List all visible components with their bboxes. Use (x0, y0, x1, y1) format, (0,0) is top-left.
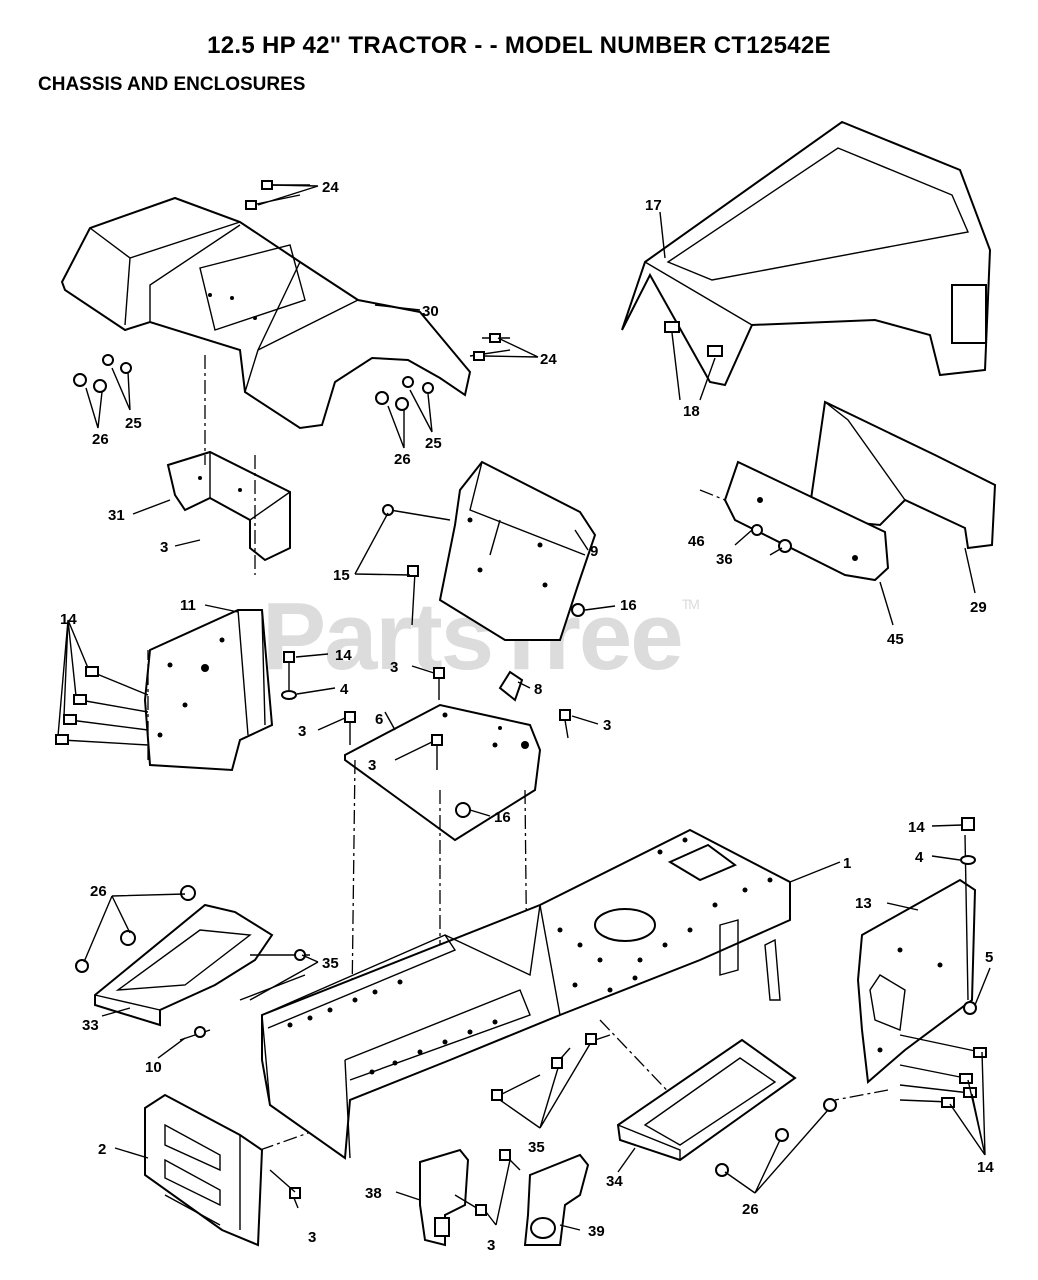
callout-39: 39 (588, 1223, 605, 1240)
callout-13: 13 (855, 895, 872, 912)
callout-30: 30 (422, 303, 439, 320)
callout-26: 26 (92, 431, 109, 448)
callout-8: 8 (534, 681, 542, 698)
diagram-title: 12.5 HP 42" TRACTOR - - MODEL NUMBER CT1… (207, 32, 831, 59)
callout-14: 14 (908, 819, 925, 836)
callout-26: 26 (90, 883, 107, 900)
part-rear-shield[interactable] (723, 400, 997, 582)
dash-bolts[interactable] (382, 504, 451, 626)
callout-15: 15 (333, 567, 350, 584)
watermark-trademark: TM (681, 596, 700, 612)
callout-26: 26 (394, 451, 411, 468)
callout-4: 4 (340, 681, 349, 698)
callout-10: 10 (145, 1059, 162, 1076)
callout-4: 4 (915, 849, 924, 866)
callout-9: 9 (590, 543, 598, 560)
part-steering-bracket[interactable] (166, 450, 291, 562)
callout-35: 35 (322, 955, 339, 972)
callout-14: 14 (335, 647, 352, 664)
callout-6: 6 (375, 711, 383, 728)
callout-38: 38 (365, 1185, 382, 1202)
callout-16: 16 (620, 597, 637, 614)
callout-46: 46 (688, 533, 705, 550)
right-panel-screws[interactable] (899, 817, 987, 1108)
part-front-bracket[interactable] (144, 1093, 301, 1247)
callout-3: 3 (487, 1237, 495, 1254)
callout-26: 26 (742, 1201, 759, 1218)
callout-3: 3 (390, 659, 398, 676)
callout-34: 34 (606, 1173, 623, 1190)
right-footrest-hardware[interactable] (491, 1033, 837, 1177)
callout-3: 3 (298, 723, 306, 740)
callout-31: 31 (108, 507, 125, 524)
callout-24: 24 (540, 351, 557, 368)
leader-lines (57, 184, 991, 1231)
callout-3: 3 (603, 717, 611, 734)
callout-17: 17 (645, 197, 662, 214)
callout-2: 2 (98, 1141, 106, 1158)
left-panel-screws[interactable] (55, 666, 149, 746)
part-hood[interactable] (621, 120, 992, 387)
part-right-side-panel[interactable] (856, 878, 977, 1084)
callout-18: 18 (683, 403, 700, 420)
callout-24: 24 (322, 179, 339, 196)
callout-3: 3 (308, 1229, 316, 1246)
diagram-subtitle: CHASSIS AND ENCLOSURES (38, 74, 306, 95)
callout-25: 25 (125, 415, 142, 432)
part-left-footrest[interactable] (94, 903, 274, 1027)
callout-16: 16 (494, 809, 511, 826)
callout-labels: 24 24 30 17 18 25 26 25 26 31 3 15 9 16 … (60, 179, 994, 1254)
callout-45: 45 (887, 631, 904, 648)
part-bracket-38[interactable] (419, 1148, 487, 1247)
callout-1: 1 (843, 855, 851, 872)
callout-14: 14 (60, 611, 77, 628)
part-right-footrest[interactable] (616, 1038, 797, 1162)
callout-25: 25 (425, 435, 442, 452)
left-footrest-hardware[interactable] (75, 885, 310, 1041)
callout-35: 35 (528, 1139, 545, 1156)
callout-11: 11 (180, 597, 196, 614)
callout-33: 33 (82, 1017, 99, 1034)
part-main-frame[interactable] (261, 828, 791, 1160)
callout-14: 14 (977, 1159, 994, 1176)
fender-hardware-left[interactable] (73, 354, 132, 429)
part-fender[interactable] (60, 196, 472, 430)
callout-29: 29 (970, 599, 987, 616)
callout-5: 5 (985, 949, 993, 966)
plate-screws[interactable] (281, 651, 571, 818)
callout-36: 36 (716, 551, 733, 568)
part-battery-plate[interactable] (344, 703, 542, 842)
part-clip[interactable] (498, 670, 524, 702)
callout-3: 3 (160, 539, 168, 556)
fender-hardware-right[interactable] (375, 376, 434, 449)
callout-3: 3 (368, 757, 376, 774)
part-left-side-panel[interactable] (143, 609, 274, 772)
part-bracket-39[interactable] (499, 1149, 590, 1246)
part-dash-panel[interactable] (438, 460, 597, 641)
